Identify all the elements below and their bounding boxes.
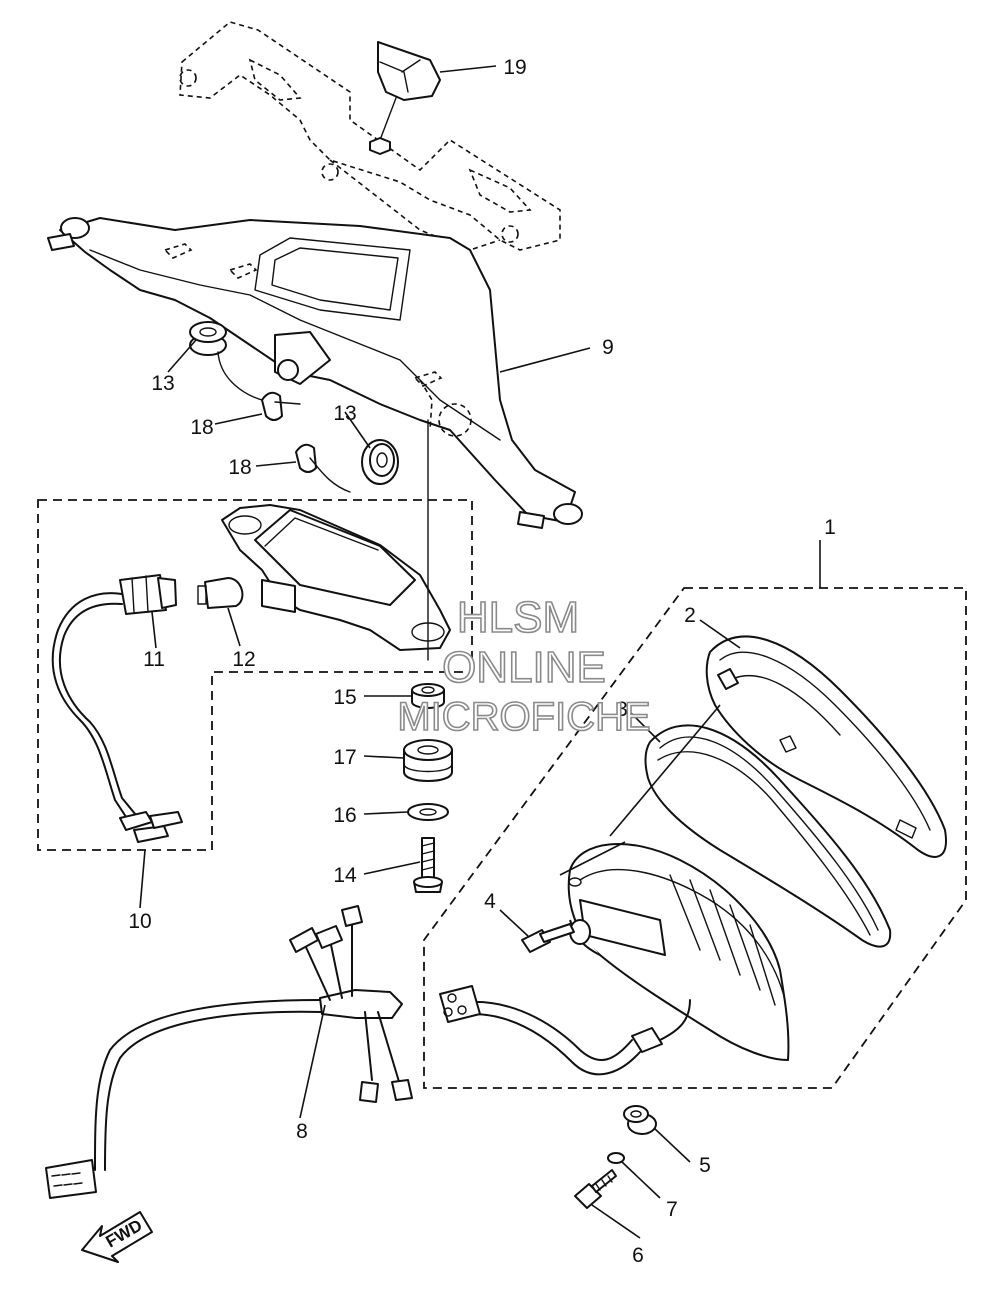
callout-5: 5	[699, 1154, 711, 1177]
callout-19: 19	[503, 56, 526, 79]
license-light-wiring	[51, 592, 183, 843]
bracket-hidden	[179, 21, 561, 251]
part-17-grommet	[403, 739, 453, 782]
part-12-bulb	[197, 577, 244, 609]
part-3-gasket	[644, 724, 892, 948]
callout-15: 15	[333, 686, 356, 709]
part-7-washer	[607, 1152, 625, 1164]
callout-6: 6	[632, 1244, 644, 1267]
part-14-bolt	[413, 837, 443, 893]
callout-14: 14	[333, 864, 357, 887]
callout-3: 3	[616, 698, 628, 721]
callout-9: 9	[602, 336, 614, 359]
callout-16: 16	[333, 804, 356, 827]
part-5-grommet	[623, 1105, 657, 1135]
watermark-line-1: HLSM	[457, 593, 579, 642]
callout-2: 2	[684, 604, 696, 627]
part-2-lens	[705, 635, 947, 858]
callout-13-upper: 13	[151, 372, 174, 395]
part-16-washer	[407, 803, 449, 821]
callouts: 1 2 3 4 5 6 7 8 9 10 11 12 13 13 14 15 1…	[128, 56, 836, 1267]
tail-light-body	[567, 843, 790, 1061]
callout-13-lower: 13	[333, 402, 356, 425]
part-10-license-light-box	[37, 499, 473, 851]
leader-lines	[139, 65, 821, 1239]
part-15-collar	[411, 683, 445, 709]
callout-12: 12	[232, 648, 255, 671]
tail-light-harness	[439, 985, 691, 1076]
fwd-arrow-icon: FWD	[81, 1211, 153, 1263]
part-8-harness	[45, 905, 413, 1199]
part-19-clip	[369, 41, 441, 155]
callout-1: 1	[824, 516, 836, 539]
part-18-clamp-upper	[217, 351, 301, 421]
callout-11: 11	[143, 648, 165, 671]
license-light-body	[221, 504, 451, 651]
part-1-tail-light-box	[423, 587, 967, 1089]
watermark: HLSM ONLINE MICROFICHE	[397, 592, 652, 740]
part-18-clamp-lower	[295, 443, 351, 493]
callout-17: 17	[333, 746, 356, 769]
part-13-grommet-upper	[189, 321, 227, 356]
part-4-screw	[521, 923, 575, 953]
callout-8: 8	[296, 1120, 308, 1143]
part-6-screw	[574, 1169, 617, 1209]
callout-4: 4	[484, 890, 496, 913]
watermark-line-3: MICROFICHE	[397, 695, 650, 739]
part-13-grommet-lower	[361, 439, 399, 485]
callout-10: 10	[128, 910, 151, 933]
watermark-line-2: ONLINE	[442, 643, 606, 692]
callout-18-lower: 18	[228, 456, 251, 479]
callout-18-upper: 18	[190, 416, 213, 439]
part-11-socket	[119, 574, 177, 615]
part-9-housing	[47, 217, 583, 529]
callout-7: 7	[666, 1198, 678, 1221]
